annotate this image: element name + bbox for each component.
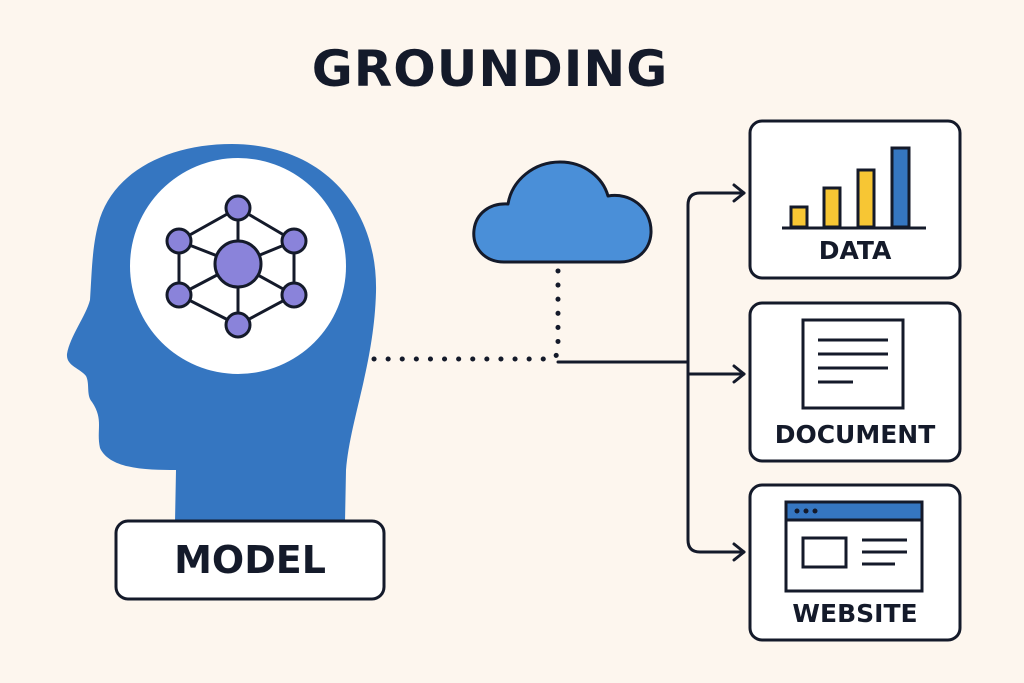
document-icon [801, 318, 905, 410]
model-label-box [114, 519, 386, 601]
page-title: GROUNDING [311, 40, 669, 98]
dotted-connector [371, 265, 561, 362]
network-nodes [165, 194, 308, 339]
data-label: DATA [818, 236, 892, 265]
browser-window-icon [784, 500, 924, 593]
bar-chart-icon [782, 146, 926, 230]
cloud-icon [472, 160, 653, 264]
branch-connectors [556, 183, 746, 562]
document-label: DOCUMENT [774, 420, 936, 449]
model-label: MODEL [174, 538, 326, 582]
browser-dots [794, 508, 818, 514]
website-label: WEBSITE [792, 599, 918, 628]
